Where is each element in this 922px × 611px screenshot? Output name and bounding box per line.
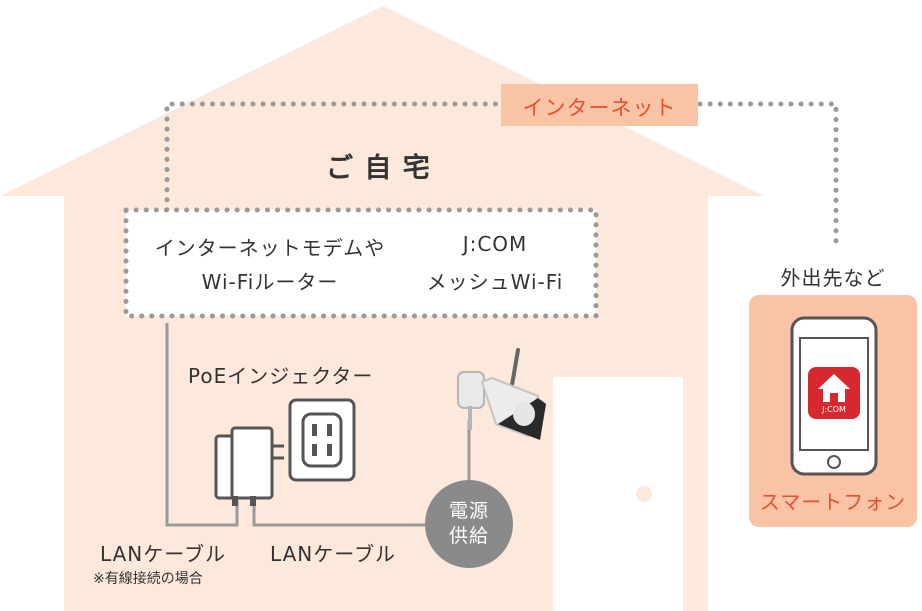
wall-outlet-icon [288, 398, 356, 482]
router-dotted-box [123, 207, 599, 319]
router-label-line2: Wi-Fiルーター [201, 270, 339, 294]
jcom-app-icon[interactable] [808, 367, 860, 419]
jcom-app-label: J:COM [822, 405, 846, 414]
home-title: ご 自 宅 [326, 153, 431, 184]
mesh-label-line1: J:COM [462, 232, 528, 256]
power-label-line1: 電源 [448, 500, 489, 522]
internet-label: インターネット [522, 96, 677, 120]
lan-cable-label-left: LANケーブル [100, 542, 227, 566]
router-label-line1: インターネットモデムや [154, 236, 386, 260]
home-button-icon [827, 455, 841, 469]
mesh-label-line2: メッシュWi-Fi [426, 270, 564, 294]
wired-connection-note: ※有線接続の場合 [93, 571, 203, 587]
internet-label-box [501, 84, 698, 126]
outside-dotted-line [697, 101, 839, 253]
outside-label: 外出先など [780, 266, 886, 290]
power-label-line2: 供給 [448, 525, 489, 547]
lan-cable-label-right: LANケーブル [270, 542, 397, 566]
power-supply-circle [425, 480, 513, 568]
poe-injector-label: PoEインジェクター [188, 364, 374, 388]
door-icon [553, 377, 683, 611]
house-icon [818, 374, 850, 402]
smartphone-caption: スマートフォン [759, 490, 907, 514]
lan-cable-adapter-to-camera [252, 500, 430, 527]
lan-cable-router-to-adapter [165, 323, 239, 527]
power-adapter-icon [214, 426, 284, 506]
security-camera-icon [457, 348, 546, 440]
